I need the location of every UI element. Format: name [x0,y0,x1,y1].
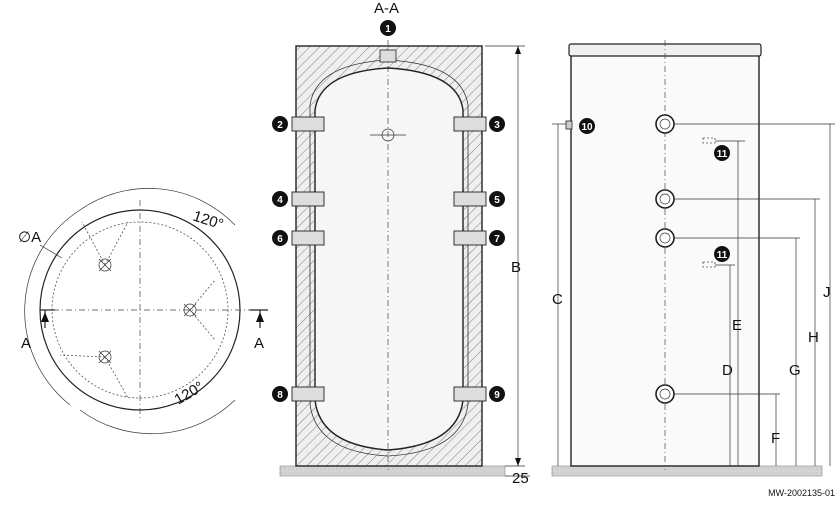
side-ports [565,114,716,404]
badge-9: 9 [489,386,505,402]
svg-text:11: 11 [717,250,728,261]
section-marker-right: A [254,335,264,352]
nozzle-marker-lower [59,350,129,399]
badge-11-lower: 11 [714,246,730,262]
nozzle-marker-upper [81,221,129,272]
dim-H: H [808,329,819,346]
dim-B: B [511,259,521,276]
badge-3: 3 [489,116,505,132]
angle-top-label: 120° [191,208,226,234]
svg-text:4: 4 [277,195,283,206]
dim-J: J [823,284,831,301]
nozzle-marker-right [183,279,216,341]
svg-text:7: 7 [494,234,500,245]
svg-text:5: 5 [494,195,500,206]
badge-7: 7 [489,230,505,246]
svg-text:3: 3 [494,120,500,131]
badge-5: 5 [489,191,505,207]
dim-F: F [771,430,780,447]
dim-E: E [732,317,742,334]
svg-text:10: 10 [581,122,593,133]
badge-6: 6 [272,230,288,246]
svg-text:1: 1 [385,24,391,35]
dim-D: D [722,362,733,379]
reference-code: MW-2002135-01 [768,488,835,498]
svg-text:11: 11 [717,149,728,160]
badge-8: 8 [272,386,288,402]
svg-text:6: 6 [277,234,283,245]
diameter-label: ∅A [18,229,41,246]
svg-text:8: 8 [277,390,283,401]
badge-1: 1 [380,20,396,36]
badge-2: 2 [272,116,288,132]
badge-10: 10 [579,118,595,134]
side-view: C D E F G H J 10 11 11 MW-2002135-01 [551,40,835,498]
svg-text:9: 9 [494,390,500,401]
section-title: A-A [374,0,399,17]
top-view: ∅A 120° 120° A A [18,188,268,435]
dim-G: G [789,362,801,379]
section-view: A-A B 25 1 [272,0,530,487]
badge-11-upper: 11 [714,145,730,161]
section-marker-left: A [21,335,31,352]
dim-base: 25 [512,470,529,487]
angle-bottom-label: 120° [172,378,207,408]
nozzles [291,116,487,402]
floor [279,465,506,477]
svg-text:2: 2 [277,120,283,131]
dim-C: C [552,291,563,308]
badge-4: 4 [272,191,288,207]
